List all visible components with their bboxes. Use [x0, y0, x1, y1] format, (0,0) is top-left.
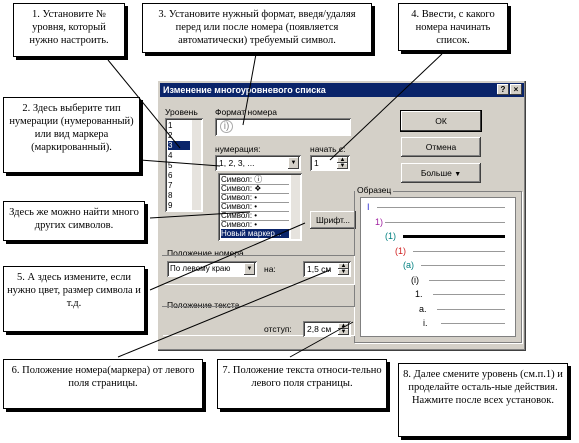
level-item[interactable]: 3 [168, 141, 190, 150]
spin-up-icon[interactable]: ▲ [338, 263, 349, 269]
spin-down-icon[interactable]: ▼ [338, 329, 349, 335]
callout-1: 1. Установите № уровня, который нужно на… [13, 3, 125, 57]
dialog-titlebar: Изменение многоуровневого списка ? × [160, 83, 524, 97]
level-item[interactable]: 8 [168, 191, 173, 200]
preview-level-label: (a) [403, 260, 414, 270]
callout-5: 5. А здесь измените, если нужно цвет, ра… [3, 266, 145, 332]
ok-button[interactable]: ОК [401, 111, 481, 131]
level-item[interactable]: 1 [168, 121, 173, 130]
chevron-down-icon[interactable]: ▼ [288, 157, 299, 169]
format-label: Формат номера [215, 107, 278, 117]
symbol-list-item[interactable]: Символ: • [221, 193, 289, 203]
level-item[interactable]: 6 [168, 171, 173, 180]
preview-level-label: 1) [375, 216, 384, 227]
numbering-label: нумерация: [215, 144, 261, 154]
number-position-value: 1,5 см [307, 264, 332, 274]
preview-level-label: 1. [415, 289, 423, 299]
more-button[interactable]: Больше ▼ [401, 163, 481, 183]
preview-label: Образец [355, 185, 394, 195]
more-label: Больше [420, 168, 452, 178]
at-label: на: [264, 264, 276, 274]
preview-line [403, 235, 505, 238]
indent-value: 2,8 см [307, 324, 332, 334]
level-item[interactable]: 4 [168, 151, 173, 160]
spin-down-icon[interactable]: ▼ [337, 163, 348, 169]
preview-line [433, 294, 505, 295]
start-spinner[interactable]: 1 ▲ ▼ [310, 155, 350, 171]
callout-7: 7. Положение текста относи-тельно левого… [217, 359, 387, 409]
start-label: начать с: [310, 144, 346, 154]
spin-down-icon[interactable]: ▼ [338, 269, 349, 275]
preview-line [441, 323, 505, 324]
symbol-list-item[interactable]: Символ: ⓘ [221, 175, 289, 185]
dialog: Изменение многоуровневого списка ? × Уро… [157, 80, 527, 352]
preview-line [413, 250, 505, 252]
callout-8: 8. Далее смените уровень (см.п.1) и прод… [398, 363, 568, 437]
callout-6: 6. Положение номера(маркера) от левого п… [3, 359, 203, 409]
cancel-button[interactable]: Отмена [401, 137, 481, 157]
format-value: i) [220, 120, 233, 133]
alignment-select[interactable]: По левому краю ▼ [167, 261, 257, 277]
callout-3: 3. Установите нужный формат, введя/удаля… [142, 3, 372, 53]
symbol-list-item[interactable]: Символ: ❖ [221, 184, 289, 194]
symbol-list-item[interactable]: Новый маркер... [221, 229, 289, 238]
chevron-down-icon[interactable]: ▼ [244, 263, 255, 275]
level-label: Уровень [165, 107, 198, 117]
number-position-spinner[interactable]: 1,5 см ▲ ▼ [303, 261, 351, 277]
preview-line [429, 279, 505, 281]
symbol-list-item[interactable]: Символ: • [221, 202, 289, 212]
preview-level-label: I [367, 202, 370, 212]
format-input[interactable]: i) [215, 118, 351, 136]
chevron-down-icon: ▼ [454, 171, 462, 178]
level-item[interactable]: 2 [168, 131, 173, 140]
preview-line [385, 221, 505, 223]
preview-level-label: (1) [395, 245, 406, 256]
font-button[interactable]: Шрифт... [310, 211, 356, 229]
indent-label: отступ: [264, 324, 292, 334]
close-button[interactable]: × [510, 84, 522, 95]
level-item[interactable]: 5 [168, 161, 173, 170]
help-button[interactable]: ? [497, 84, 509, 95]
preview-line [437, 308, 505, 310]
callout-2: 2. Здесь выберите тип нумерации (нумеров… [3, 97, 140, 173]
preview-level-label: a. [419, 303, 427, 314]
level-item[interactable]: 7 [168, 181, 173, 190]
preview-level-label: (1) [385, 231, 396, 241]
preview-line [377, 207, 505, 208]
indent-spinner[interactable]: 2,8 см ▲ ▼ [303, 321, 351, 337]
symbol-scrollbar[interactable] [291, 175, 300, 239]
start-value: 1 [314, 158, 319, 168]
callout-4: 4. Ввести, с какого номера начинать спис… [398, 3, 508, 51]
callout-symbols: Здесь же можно найти много других символ… [3, 201, 145, 241]
preview-group [354, 191, 522, 343]
preview-line [421, 265, 505, 266]
alignment-value: По левому краю [170, 264, 231, 273]
numbering-value: 1, 2, 3, ... [219, 158, 255, 168]
preview-level-label: i. [423, 318, 428, 328]
preview-level-label: (i) [411, 274, 419, 285]
level-item[interactable]: 9 [168, 201, 173, 210]
numbering-select[interactable]: 1, 2, 3, ... ▼ [215, 155, 301, 171]
dialog-title: Изменение многоуровневого списка [163, 85, 326, 95]
